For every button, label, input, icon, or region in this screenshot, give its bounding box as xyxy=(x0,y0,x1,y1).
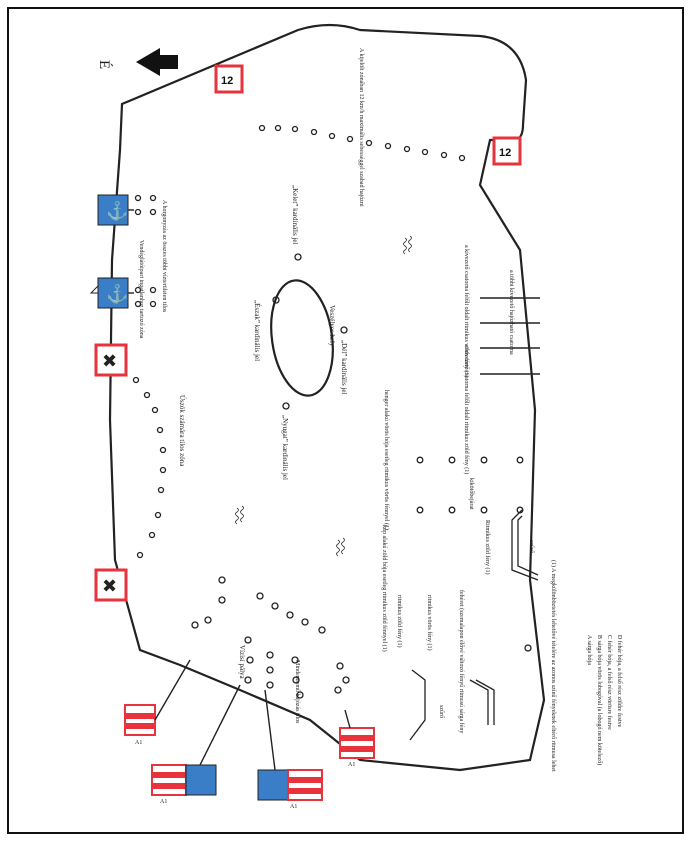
speed-zone-buoys xyxy=(258,124,466,162)
henger-label: henger alakú vörös bója esetleg ritmikus… xyxy=(383,390,390,530)
a1-label: A1 xyxy=(348,762,355,768)
a1-label: A1 xyxy=(290,804,297,810)
veszelyes-label: Veszélyes hely xyxy=(328,305,336,347)
ritmikus-voros-label: ritmikus vörös fény (1) xyxy=(426,595,433,651)
bottom-pier xyxy=(409,669,495,741)
a1-sign-4: A1 xyxy=(339,709,375,768)
strand-label: Úszók számára tilos zóna xyxy=(178,395,186,467)
kelet-label: „Kelet” kardinális jel xyxy=(291,185,299,245)
feher-label: fehéret (szemalapon élővé változó fényű … xyxy=(458,590,465,733)
a1-label: A1 xyxy=(160,799,167,805)
csatorna-zold-label: a kívezető csatorna felőli oldalt ritmik… xyxy=(463,345,470,474)
legend: A sárga bója B sárga bója vörös lobogóva… xyxy=(586,635,623,765)
cardinal-kelet xyxy=(294,253,302,261)
page-frame xyxy=(7,7,684,834)
ritmikus-zold1-label: Ritmikus zöld fény (1) xyxy=(484,520,491,575)
wave-markers xyxy=(235,235,412,557)
no-swim-icon: ✖ xyxy=(102,576,117,596)
lake-outline xyxy=(108,23,546,772)
ski-buoys xyxy=(191,576,350,699)
north-arrow: É xyxy=(96,48,178,76)
minden-hajozas-label: Mindennemű hajózás tilos xyxy=(294,660,300,724)
a1-sign-3: A1 xyxy=(257,689,323,810)
horgony-label: A horgonyzás az összes többi vízterülete… xyxy=(161,200,167,313)
kup-label: kúp alakú zöld bója esetleg ritmikus zöl… xyxy=(381,525,388,652)
a1-label: A1 xyxy=(135,740,142,746)
cardinal-eszak xyxy=(272,296,280,304)
anchor-icon: ⚓ xyxy=(106,200,128,221)
entrance-buoys xyxy=(416,456,524,514)
eszak-label: „Észak” kardinális jel xyxy=(253,300,261,361)
csatorna-voros-label: a kívezető csatorna felőli oldalt ritmik… xyxy=(463,245,470,377)
kijelolt-label: A kijelölt zónában 12 km/h maximális seb… xyxy=(358,48,364,207)
anchor-icon: ⚓ xyxy=(106,283,128,304)
no-swim-icon: ✖ xyxy=(102,351,117,371)
legend-item: D fehér bója, a felső rész zöldre festve xyxy=(616,635,623,728)
channel-right xyxy=(480,297,540,375)
swim-zone-buoys xyxy=(132,376,167,559)
szuro-label-1: szűrő xyxy=(528,540,534,553)
kikoto-label: kikötőbejárat xyxy=(468,478,474,510)
nyugat-label: „Nyugat” kardinális jel xyxy=(281,415,289,480)
no-swim-sign-1: ✖ xyxy=(94,343,128,377)
speed-sign-2: 12 xyxy=(492,136,522,166)
a1-sign-2: A1 xyxy=(151,684,241,805)
speed-sign-text: 12 xyxy=(499,147,511,159)
megjegyzes-label: (1) A megkülönböztetés lehetővé tételére… xyxy=(550,560,557,772)
no-swim-sign-2: ✖ xyxy=(94,568,128,602)
pier xyxy=(511,509,539,581)
vizisi-label: Vízisí pálya xyxy=(238,645,246,680)
cardinal-nyugat xyxy=(282,402,290,410)
speed-sign-1: 12 xyxy=(214,64,244,94)
danger-island xyxy=(270,279,334,397)
legend-item: A sárga bója xyxy=(586,635,592,665)
anchor-buoys xyxy=(134,194,157,308)
legend-item: B sárga bója vörös lobogóval (a lobogó n… xyxy=(596,635,603,765)
csatorna-tobbi-label: a többi kívezető hajózható csatorna xyxy=(508,270,514,355)
anchor-zone-2: ⚓ xyxy=(97,194,134,226)
del-label: „Dél” kardinális jel xyxy=(340,340,348,394)
ritmikus-zold2-label: ritmikus zöld fény (1) xyxy=(396,595,403,648)
a1-sign-1: A1 xyxy=(124,659,191,746)
legend-item: C fehér bója, a felső rész vörösre festv… xyxy=(606,635,613,730)
light-buoy xyxy=(524,644,532,652)
north-label: É xyxy=(96,60,113,69)
speed-sign-text: 12 xyxy=(221,75,233,87)
cardinal-del xyxy=(340,326,348,334)
szuro-label-2: szűrő xyxy=(438,705,444,718)
anchor-zone-1: ⚓ xyxy=(89,277,134,309)
